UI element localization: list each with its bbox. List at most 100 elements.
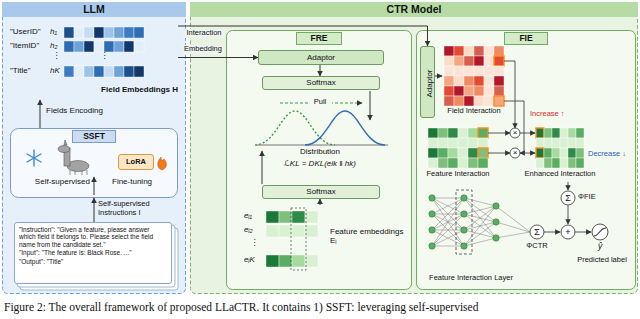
matrix-cells (279, 225, 292, 237)
connector (435, 76, 442, 77)
matrix-cells (544, 158, 552, 168)
distribution-plot (291, 208, 306, 270)
operator: × (510, 128, 520, 138)
neural-network (464, 238, 496, 246)
matrix-cells (536, 128, 544, 138)
neural-network (432, 198, 464, 230)
symbol: ΦCTR (523, 242, 551, 251)
embedding-symbol: hK (50, 66, 63, 75)
matrix-cells (454, 96, 464, 106)
edge-label: Fields Encoding (46, 106, 126, 115)
matrix-cells (552, 158, 560, 168)
figure-caption: Figure 2: The overall framework of propo… (4, 301, 638, 314)
matrix-cells (560, 138, 568, 148)
matrix-cells (464, 46, 474, 56)
instruction-text: "Input": "The feature is: Black Rose. ..… (19, 249, 167, 256)
neural-network (461, 211, 467, 217)
interaction-layer: Feature Interaction Layer (420, 186, 522, 286)
matrix-cells (448, 138, 458, 148)
matrix-cells (428, 158, 438, 168)
finetune-arrow (94, 177, 95, 195)
llama-icon (87, 170, 88, 175)
neural-network (464, 198, 496, 238)
matrix-cells (458, 138, 468, 148)
matrix-cells (560, 148, 568, 158)
box-label: Adaptor (259, 51, 383, 64)
neural-network (432, 198, 464, 246)
interaction-wires (510, 128, 520, 138)
matrix-cells (494, 46, 504, 56)
symbol: ΦFIE (578, 193, 606, 202)
output-path (561, 191, 575, 205)
ctr-panel: CTR ModelFREAdaptorSoftmaxSoftmaxFeature… (190, 2, 638, 294)
feature-embeddings: Feature embeddings Eᵢ (240, 205, 408, 285)
matrix-cells (444, 76, 454, 86)
neural-network (432, 230, 464, 246)
matrix-cells (478, 128, 488, 138)
snowflake-icon (27, 154, 41, 162)
box-label: Adaptor (421, 47, 436, 119)
module-title: FIE (504, 32, 548, 45)
matrix-cells (124, 41, 134, 52)
annotation: Increase ↑ (530, 110, 580, 119)
fie-module: FIE Adaptor Field InteractionFeature Inter… (416, 30, 636, 290)
matrix-cells (464, 76, 474, 86)
matrix-cells (552, 148, 560, 158)
matrix-cells (464, 86, 474, 96)
matrix-cells (474, 46, 484, 56)
neural-network (432, 214, 464, 246)
connector (320, 199, 321, 205)
llama-icon (58, 140, 89, 175)
annotation: Decrease ↓ (588, 150, 634, 159)
matrix-cells (94, 27, 104, 38)
neural-network (432, 198, 530, 246)
matrix-cells (552, 128, 560, 138)
lora-box: LoRA (118, 154, 154, 170)
neural-network (432, 198, 464, 246)
matrix-cells (536, 148, 544, 158)
matrix-cells (474, 76, 484, 86)
matrix-cells (576, 158, 584, 168)
connector (40, 100, 41, 128)
matrix-cells (576, 138, 584, 148)
matrix-cells (536, 158, 544, 168)
field-name: "Title" (10, 66, 50, 75)
operator: × (510, 148, 520, 158)
matrix-cells (484, 66, 494, 76)
fre-module-fill (227, 31, 412, 290)
matrix-cells (468, 138, 478, 148)
matrix-cells (124, 66, 134, 77)
connector (94, 198, 95, 222)
matrix-cells (474, 56, 484, 66)
neural-network (429, 211, 435, 217)
matrix-cells (468, 148, 478, 158)
box-label: Softmax (263, 186, 379, 198)
interaction-wires (520, 153, 535, 154)
matrix-cells (292, 211, 305, 223)
output-path (530, 225, 544, 239)
interaction-wires (488, 153, 510, 154)
flame-icon (158, 157, 167, 170)
ssft-module: SSFTSelf-supervisedFine-tuningLoRA (10, 128, 178, 198)
matrix-cells (458, 128, 468, 138)
field-interaction-map: Field Interaction (442, 44, 506, 118)
matrix-cells (444, 66, 454, 76)
matrix-cells (458, 148, 468, 158)
ellipsis: ⋮ (98, 51, 111, 60)
matrix-cells (494, 56, 504, 66)
matrix-cells (448, 158, 458, 168)
matrix-cells (576, 148, 584, 158)
fie-module-fill (417, 31, 636, 290)
adaptor-box: Adaptor (420, 46, 435, 118)
embedding-symbol: eᵢ₁ (244, 211, 265, 220)
matrix-cells (428, 148, 438, 158)
neural-network (461, 243, 467, 249)
softmax-box: Softmax (262, 76, 380, 90)
matrix-cells (454, 86, 464, 96)
matrix-cells (438, 128, 448, 138)
matrix-caption: Feature Interaction (418, 170, 498, 179)
matrix-cells (560, 158, 568, 168)
finetune-arrow (94, 177, 95, 195)
output-path (530, 182, 608, 240)
layer-caption: Feature Interaction Layer (418, 274, 524, 283)
